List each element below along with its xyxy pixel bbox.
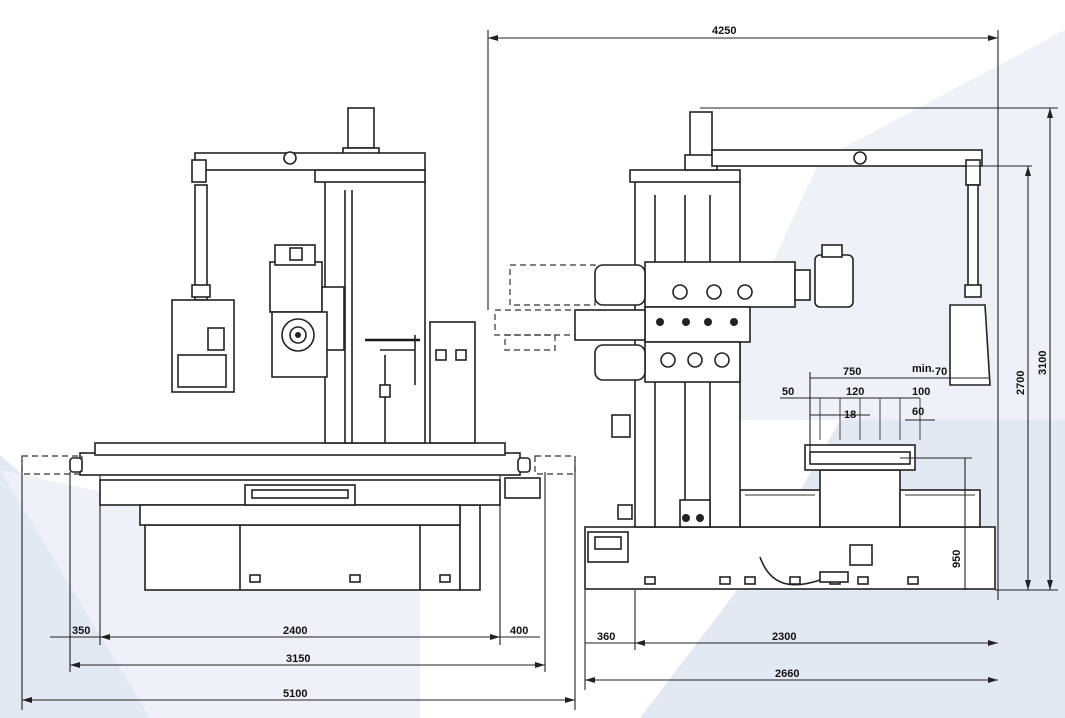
background-shapes [0, 30, 1065, 718]
dim-min-70: 70 [935, 366, 947, 378]
dim-100: 100 [912, 386, 930, 398]
dim-min-label: min. [912, 363, 935, 375]
dim-350: 350 [72, 625, 90, 637]
front-view [21, 107, 576, 591]
dim-360: 360 [597, 631, 615, 643]
side-view [494, 111, 996, 590]
dim-3100: 3100 [1037, 351, 1049, 375]
dim-120: 120 [846, 386, 864, 398]
dim-60: 60 [912, 406, 924, 418]
dimension-labels: 4250 350 2400 400 3150 5100 360 2300 266… [72, 25, 1049, 700]
dim-2660: 2660 [775, 668, 799, 680]
dim-400: 400 [510, 625, 528, 637]
dimension-lines [21, 30, 1058, 710]
dim-2300: 2300 [772, 631, 796, 643]
dim-5100: 5100 [283, 688, 307, 700]
dim-2700: 2700 [1015, 371, 1027, 395]
dim-2400: 2400 [283, 625, 307, 637]
dim-4250: 4250 [712, 25, 736, 37]
dim-18: 18 [844, 409, 856, 421]
dim-50: 50 [782, 386, 794, 398]
dim-950: 950 [951, 550, 963, 568]
dim-3150: 3150 [286, 653, 310, 665]
dim-750: 750 [843, 366, 861, 378]
